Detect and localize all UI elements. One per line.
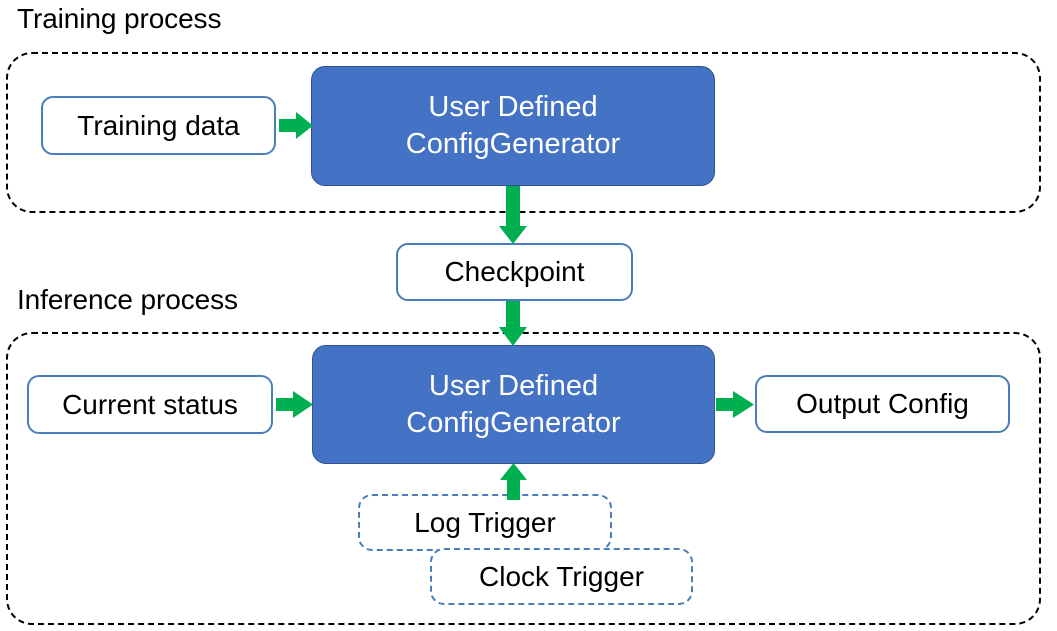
node-output-config[interactable]: Output Config [755, 375, 1010, 433]
section-caption-training: Training process [17, 3, 222, 34]
node-training-data-label: Training data [77, 109, 240, 141]
node-log-trigger[interactable]: Log Trigger [358, 494, 612, 551]
node-clock-trigger[interactable]: Clock Trigger [430, 548, 693, 605]
training-process-container [6, 52, 1041, 213]
section-caption-inference: Inference process [17, 284, 238, 315]
node-log-trigger-label: Log Trigger [414, 506, 556, 538]
node-current-status-label: Current status [62, 388, 238, 420]
node-checkpoint[interactable]: Checkpoint [396, 243, 633, 301]
node-current-status[interactable]: Current status [27, 375, 273, 434]
node-output-config-label: Output Config [796, 388, 969, 419]
node-training-generator-label-line2: ConfigGenerator [405, 128, 621, 160]
node-training-user-defined-config-generator[interactable]: User Defined ConfigGenerator [311, 66, 715, 186]
node-clock-trigger-label: Clock Trigger [479, 560, 644, 592]
node-training-generator-label-line1: User Defined [428, 91, 598, 123]
node-checkpoint-label: Checkpoint [444, 256, 585, 287]
node-inference-user-defined-config-generator[interactable]: User Defined ConfigGenerator [312, 345, 715, 464]
node-inference-generator-label-line1: User Defined [428, 369, 599, 402]
node-inference-generator-label-line2: ConfigGenerator [406, 406, 621, 439]
node-training-data[interactable]: Training data [41, 96, 276, 155]
